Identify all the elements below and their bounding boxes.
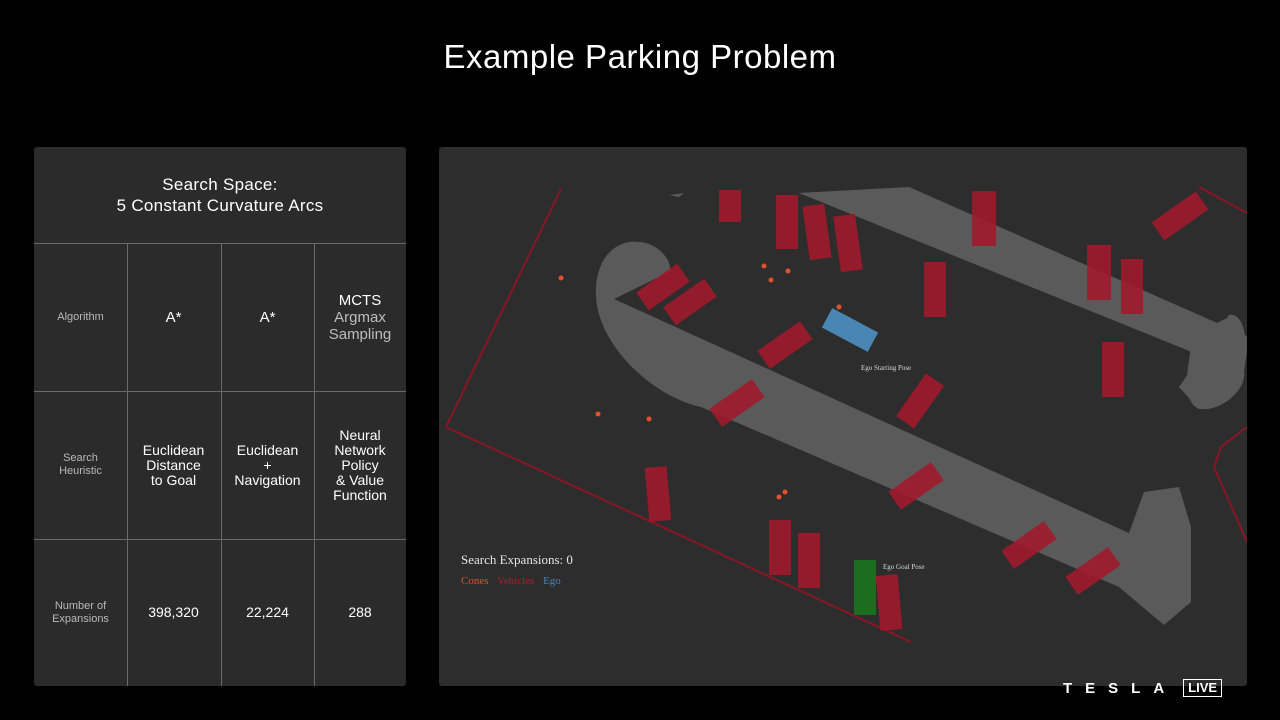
lot-boundary [445, 186, 1247, 643]
algorithm-argmax: Argmax [334, 308, 386, 326]
algorithm-mcts: MCTS [338, 291, 382, 309]
table-divider [127, 243, 128, 686]
legend-cones: Cones [461, 575, 489, 587]
vehicle [769, 520, 791, 575]
cones [558, 263, 842, 500]
table-divider [34, 391, 406, 392]
cone [836, 304, 842, 310]
table-divider [221, 243, 222, 686]
vehicle [875, 574, 903, 631]
heuristic-col2: Euclidean+Navigation [234, 441, 301, 488]
cone [761, 263, 767, 269]
comparison-table-panel: Search Space: 5 Constant Curvature Arcs … [34, 147, 406, 686]
vehicle [798, 533, 820, 588]
vehicle [636, 263, 690, 311]
vehicle [924, 262, 946, 317]
vehicle [1102, 342, 1124, 397]
expansions-col2: 22,224 [246, 604, 289, 620]
search-space-value: 5 Constant Curvature Arcs [116, 196, 324, 215]
vehicle [1151, 191, 1209, 241]
cone [768, 277, 774, 283]
algorithm-sampling: Sampling [328, 325, 392, 343]
expansions-col3: 288 [348, 604, 372, 620]
live-badge: LIVE [1183, 679, 1223, 697]
page-title: Example Parking Problem [443, 38, 837, 75]
legend-vehicles: Vehicles [497, 575, 535, 587]
vehicle [644, 466, 672, 522]
cone [782, 489, 788, 495]
start-pose-label: Ego Starting Pose [861, 364, 911, 372]
search-expansions-counter: Search Expansions: 0 [461, 552, 573, 567]
ego-goal-pose [854, 560, 876, 615]
algorithm-col3: MCTS Argmax Sampling [314, 243, 406, 391]
row-label-algorithm: Algorithm [57, 310, 104, 323]
vehicle [1087, 245, 1111, 300]
cone [785, 268, 791, 274]
vehicle [1121, 259, 1143, 314]
cone [558, 275, 564, 281]
cone [646, 416, 652, 422]
algorithm-col1: A* [165, 308, 182, 326]
legend-ego: Ego [543, 575, 561, 587]
vehicle [972, 191, 996, 246]
expansions-col1: 398,320 [148, 604, 199, 620]
table-divider [314, 243, 315, 686]
table-divider [34, 539, 406, 540]
parking-simulation: Ego Starting Pose Ego Goal Pose Search E… [439, 147, 1247, 686]
brand-logo: TESLA [1063, 679, 1178, 697]
cone [776, 494, 782, 500]
brand-watermark: TESLA LIVE [1063, 679, 1223, 697]
cone [595, 411, 601, 417]
goal-pose-label: Ego Goal Pose [883, 563, 925, 571]
vehicle [802, 203, 832, 261]
vehicle [1001, 521, 1057, 569]
vehicle [776, 195, 798, 249]
search-space-header: Search Space: 5 Constant Curvature Arcs [34, 147, 406, 243]
parking-lot-map: Ego Starting Pose Ego Goal Pose [445, 186, 1247, 643]
vehicle [663, 278, 717, 326]
search-space-label: Search Space: [162, 175, 278, 194]
algorithm-col2: A* [259, 308, 276, 326]
sim-legend: Cones Vehicles Ego [461, 575, 573, 587]
vehicles [636, 190, 1209, 631]
vehicle [1065, 547, 1121, 595]
vehicle [833, 213, 863, 273]
ego-starting-pose [821, 308, 879, 352]
table-divider [34, 243, 406, 244]
vehicle [896, 373, 944, 429]
vehicle [709, 379, 765, 427]
vehicle [757, 321, 813, 369]
vehicle [888, 462, 944, 510]
vehicle [719, 190, 741, 222]
sim-hud: Search Expansions: 0 Cones Vehicles Ego [461, 552, 573, 587]
